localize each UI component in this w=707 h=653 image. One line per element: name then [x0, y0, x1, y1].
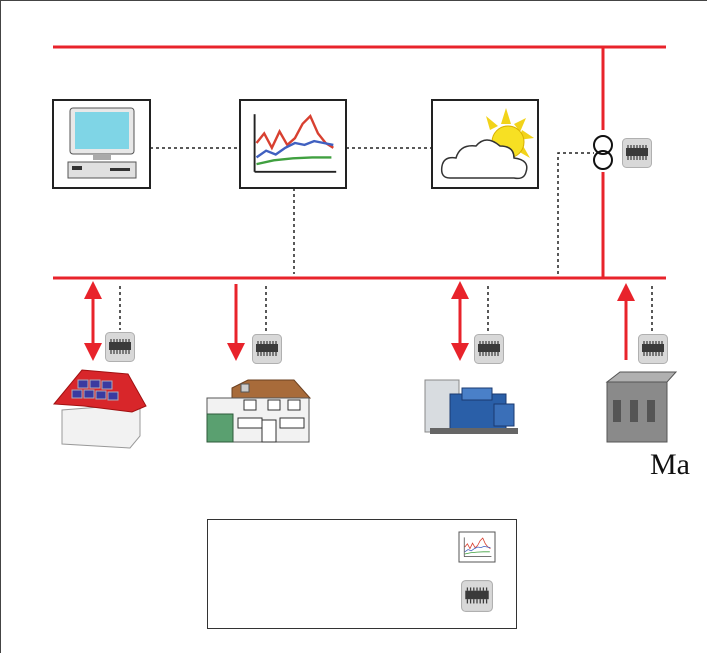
generator-icon: [424, 379, 518, 434]
chip-icon: [622, 138, 652, 168]
computer-icon: [67, 107, 137, 179]
solar-roof-house-icon: [52, 369, 147, 449]
partial-label: Ma: [650, 448, 690, 481]
legend-chart-icon: [458, 531, 496, 563]
chip-icon: [638, 334, 668, 364]
legend-chip-icon: [461, 580, 493, 612]
weather-node: [431, 99, 539, 189]
legend-icons: [458, 531, 496, 612]
chip-icon: [474, 334, 504, 364]
computer-node: [52, 99, 151, 189]
sun-cloud-icon: [440, 108, 534, 180]
chip-icon: [105, 332, 135, 362]
chip-icon: [252, 334, 282, 364]
forecast-chart-node: [239, 99, 347, 189]
legend-box: [207, 519, 517, 629]
transformer-icon: [593, 130, 613, 172]
comm-transformer: [557, 152, 596, 274]
storage-cabinet-icon: [605, 371, 678, 443]
house-icon: [206, 379, 312, 443]
